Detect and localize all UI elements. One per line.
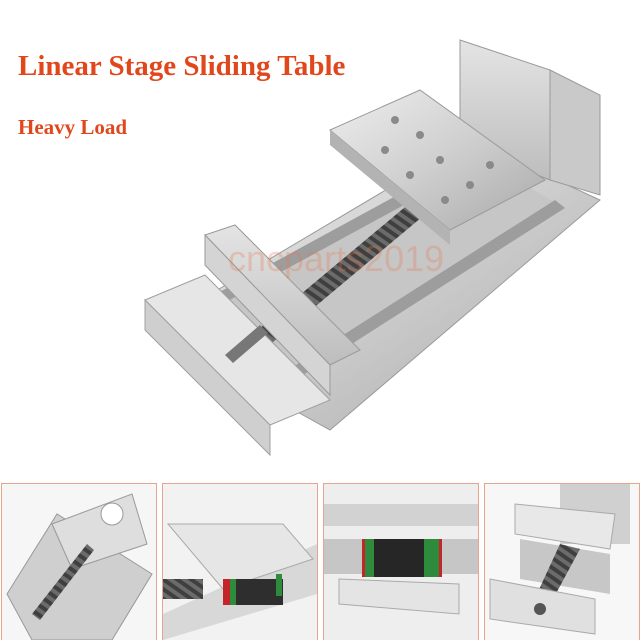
thumbnail-4-illustration [485,484,639,640]
main-product-image: Linear Stage Sliding Table Heavy Load cn… [18,39,601,457]
thumbnail-3-illustration [324,484,478,640]
watermark-text: cncparts2019 [228,238,445,279]
thumbnail-motor-mount[interactable] [1,483,157,640]
linear-stage-illustration [144,39,601,457]
thumbnail-2-illustration [163,484,317,640]
thumbnail-strip [0,483,640,640]
product-subtitle: Heavy Load [18,115,128,139]
thumbnail-end-plate[interactable] [484,483,640,640]
thumbnail-1-illustration [2,484,156,640]
thumbnail-sliding-plate[interactable] [162,483,318,640]
product-title: Linear Stage Sliding Table [18,50,346,82]
thumbnail-carriage-closeup[interactable] [323,483,479,640]
